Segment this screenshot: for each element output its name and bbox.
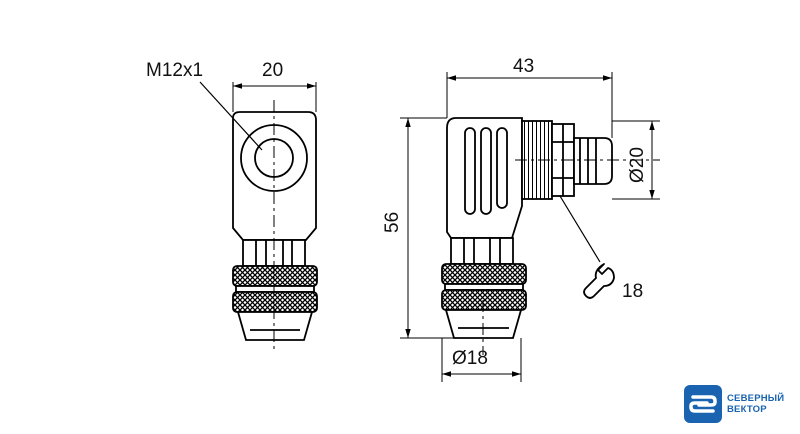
wrench-icon — [583, 263, 615, 299]
side-view — [400, 72, 660, 382]
dim-thread: M12x1 — [146, 60, 203, 81]
brand-logo-icon — [684, 385, 722, 423]
brand-logo-line1: СЕВЕРНЫЙ — [727, 393, 785, 404]
dim-front-width: 20 — [262, 60, 283, 81]
brand-logo-text: СЕВЕРНЫЙ ВЕКТОР — [727, 393, 784, 415]
dim-body-diameter: Ø18 — [452, 348, 488, 369]
brand-logo-line2: ВЕКТОР — [727, 404, 767, 415]
dim-nut-diameter: Ø20 — [627, 147, 648, 183]
dim-side-length: 43 — [513, 56, 534, 77]
dim-wrench-size: 18 — [622, 281, 643, 302]
dim-height: 56 — [382, 212, 403, 233]
front-view — [199, 81, 318, 350]
brand-logo: СЕВЕРНЫЙ ВЕКТОР — [683, 382, 798, 426]
